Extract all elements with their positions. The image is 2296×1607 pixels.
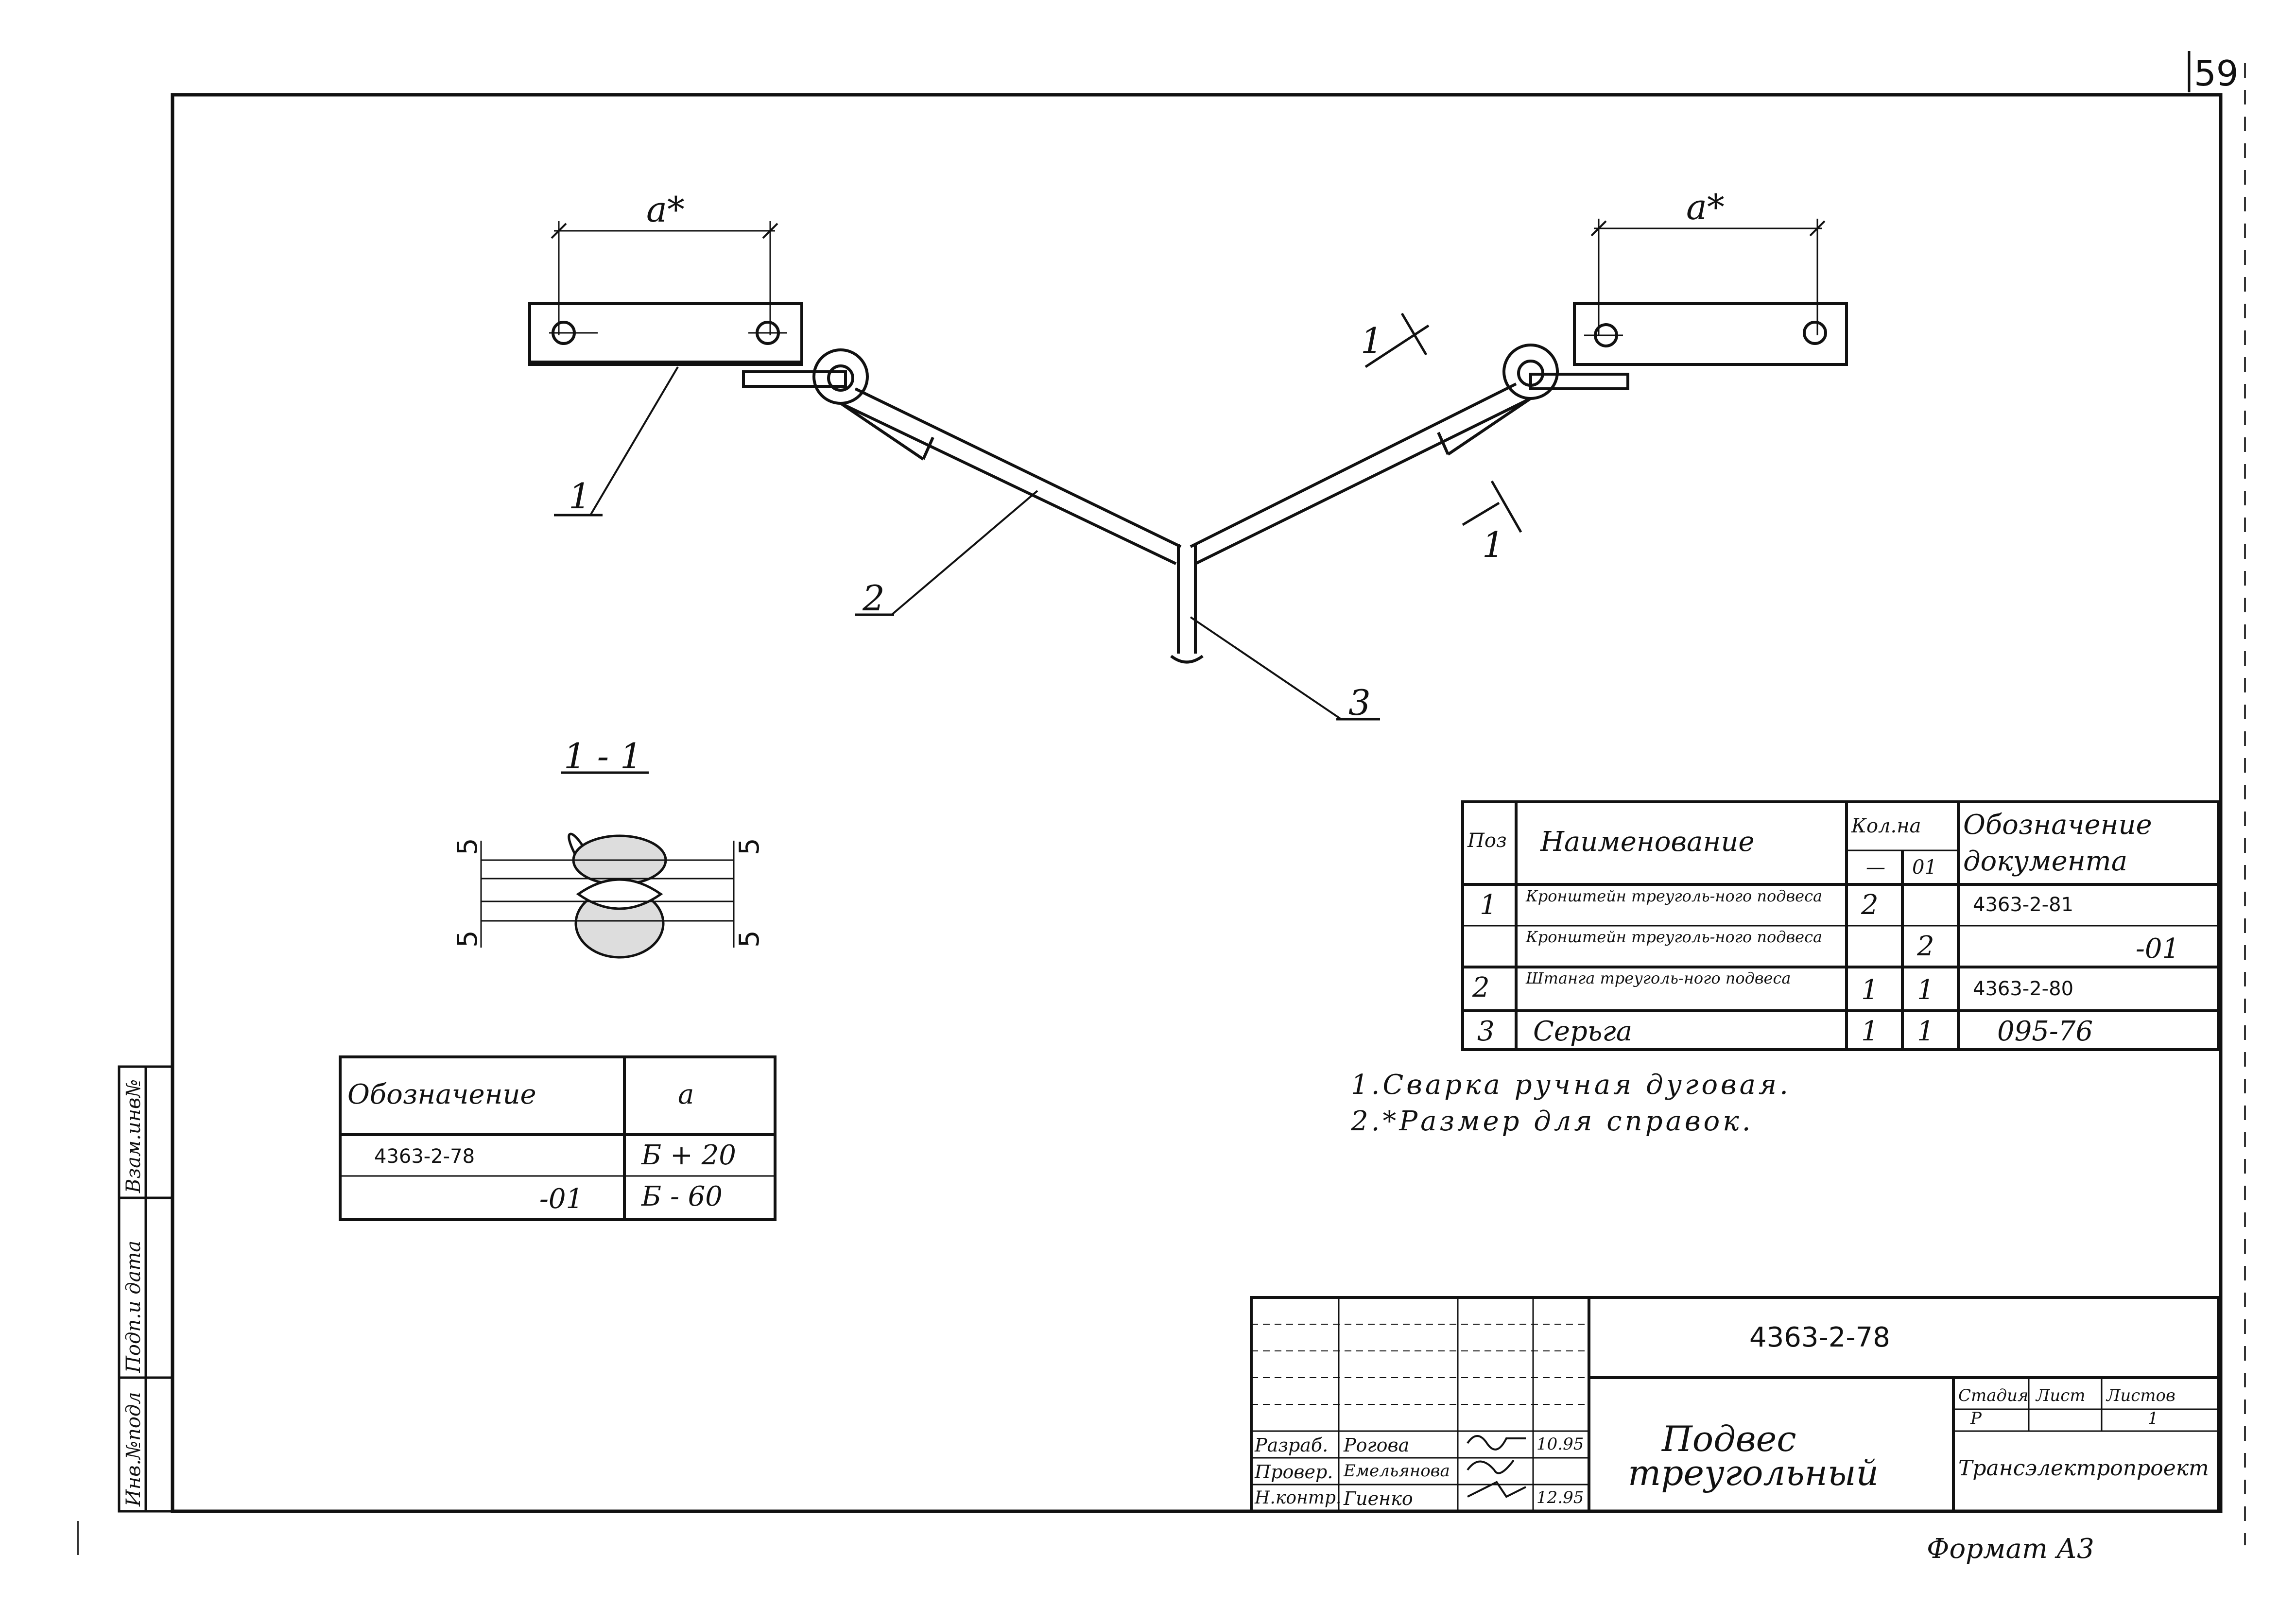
spec-header-qty-a: — bbox=[1866, 856, 1885, 879]
drawing-frame bbox=[171, 93, 2223, 1513]
rod-right bbox=[1194, 397, 1532, 565]
spec-row-1-qty-a: 2 bbox=[1861, 889, 1879, 921]
role-2: Провер. bbox=[1255, 1461, 1333, 1483]
spec-row-2-doc: -01 bbox=[2136, 933, 2180, 965]
dim-label-right: a* bbox=[1686, 187, 1725, 227]
spec-row-2-name: Кронштейн треуголь-ного подвеса bbox=[1526, 928, 1823, 946]
position-label-2: 2 bbox=[863, 578, 885, 619]
right-bracket bbox=[1573, 302, 1848, 366]
title-sheets-value: 1 bbox=[2148, 1409, 2158, 1428]
title-sheet-label: Лист bbox=[2036, 1386, 2086, 1405]
spec-row-3-pos: 2 bbox=[1472, 972, 1490, 1003]
title-stage-value: Р bbox=[1970, 1409, 1982, 1428]
note-2: 2.*Размер для справок. bbox=[1351, 1106, 1754, 1137]
spec-row-3-name: Штанга треуголь-ного подвеса bbox=[1526, 969, 1791, 987]
spec-header-doc-2: документа bbox=[1963, 846, 2128, 877]
a-table-row-2-designation: -01 bbox=[539, 1183, 584, 1215]
rod-left bbox=[840, 402, 1177, 565]
side-stamp bbox=[118, 1065, 174, 1513]
role-3-date: 12.95 bbox=[1536, 1488, 1584, 1507]
a-table-row-1-value: Б + 20 bbox=[641, 1140, 736, 1171]
spec-row-4-qty-a: 1 bbox=[1861, 1016, 1879, 1047]
spec-row-4-pos: 3 bbox=[1477, 1016, 1495, 1047]
format-label: Формат А3 bbox=[1927, 1533, 2094, 1565]
section-dim-3: 5 bbox=[734, 838, 765, 855]
title-organization: Трансэлектропроект bbox=[1958, 1456, 2209, 1481]
title-doc-code: 4363-2-78 bbox=[1749, 1322, 1890, 1353]
role-2-name: Емельянова bbox=[1344, 1461, 1450, 1481]
section-mark-top: 1 bbox=[1361, 320, 1383, 361]
spec-header-pos: Поз bbox=[1467, 829, 1507, 852]
title-stage-label: Стадия bbox=[1958, 1386, 2029, 1405]
title-block-grid bbox=[1250, 1296, 2220, 1513]
spec-row-4-qty-b: 1 bbox=[1917, 1016, 1934, 1047]
spec-row-1-name: Кронштейн треуголь-ного подвеса bbox=[1526, 887, 1823, 905]
side-stamp-replace-inv: Взам.инв№ bbox=[122, 1079, 145, 1193]
position-label-1: 1 bbox=[569, 476, 591, 517]
side-stamp-inv-orig: Инв.№подл bbox=[122, 1392, 145, 1506]
a-table-row-1-designation: 4363-2-78 bbox=[374, 1145, 475, 1168]
section-title: 1 - 1 bbox=[564, 736, 642, 777]
spec-table-grid bbox=[1461, 800, 2220, 1051]
spec-row-3-doc: 4363-2-80 bbox=[1973, 978, 2074, 1000]
a-table-grid bbox=[339, 1055, 777, 1221]
spec-row-1-doc: 4363-2-81 bbox=[1973, 894, 2074, 916]
side-stamp-sign-date: Подп.и дата bbox=[122, 1240, 145, 1373]
signatures bbox=[1467, 1435, 1526, 1498]
left-bracket bbox=[528, 302, 803, 366]
spec-row-3-qty-b: 1 bbox=[1917, 974, 1934, 1006]
spec-row-3-qty-a: 1 bbox=[1861, 974, 1879, 1006]
section-dim-4: 5 bbox=[734, 930, 765, 948]
position-label-3: 3 bbox=[1348, 682, 1371, 723]
title-line-1: Подвес bbox=[1662, 1418, 1796, 1459]
title-sheets-label: Листов bbox=[2106, 1386, 2175, 1405]
spec-row-1-pos: 1 bbox=[1480, 889, 1497, 921]
dim-label-left: a* bbox=[646, 189, 685, 230]
role-1-name: Рогова bbox=[1344, 1434, 1410, 1456]
spec-row-4-name: Серьга bbox=[1533, 1016, 1633, 1047]
role-3: Н.контр. bbox=[1255, 1488, 1342, 1508]
a-table-header-designation: Обозначение bbox=[347, 1079, 536, 1110]
role-3-name: Гиенко bbox=[1344, 1488, 1413, 1509]
a-table-row-2-value: Б - 60 bbox=[641, 1181, 723, 1212]
section-dim-1: 5 bbox=[452, 838, 483, 855]
assembly-drawing bbox=[528, 219, 1848, 721]
a-table-header-a: a bbox=[678, 1079, 694, 1110]
role-1: Разраб. bbox=[1255, 1434, 1329, 1456]
section-1-1 bbox=[480, 771, 735, 959]
section-mark-bottom: 1 bbox=[1482, 524, 1504, 565]
spec-row-2-qty-b: 2 bbox=[1917, 931, 1934, 962]
spec-header-qty-b: 01 bbox=[1912, 856, 1937, 879]
role-1-date: 10.95 bbox=[1536, 1434, 1584, 1454]
spec-header-doc-1: Обозначение bbox=[1963, 809, 2152, 841]
note-1: 1.Сварка ручная дуговая. bbox=[1351, 1069, 1791, 1101]
spec-header-name: Наименование bbox=[1540, 826, 1755, 858]
spec-row-4-doc: 095-76 bbox=[1997, 1016, 2093, 1047]
page-number: 59 bbox=[2194, 53, 2239, 94]
section-dim-2: 5 bbox=[452, 930, 483, 948]
spec-header-qty: Кол.на bbox=[1851, 815, 1921, 837]
title-line-2: треугольный bbox=[1628, 1452, 1879, 1493]
